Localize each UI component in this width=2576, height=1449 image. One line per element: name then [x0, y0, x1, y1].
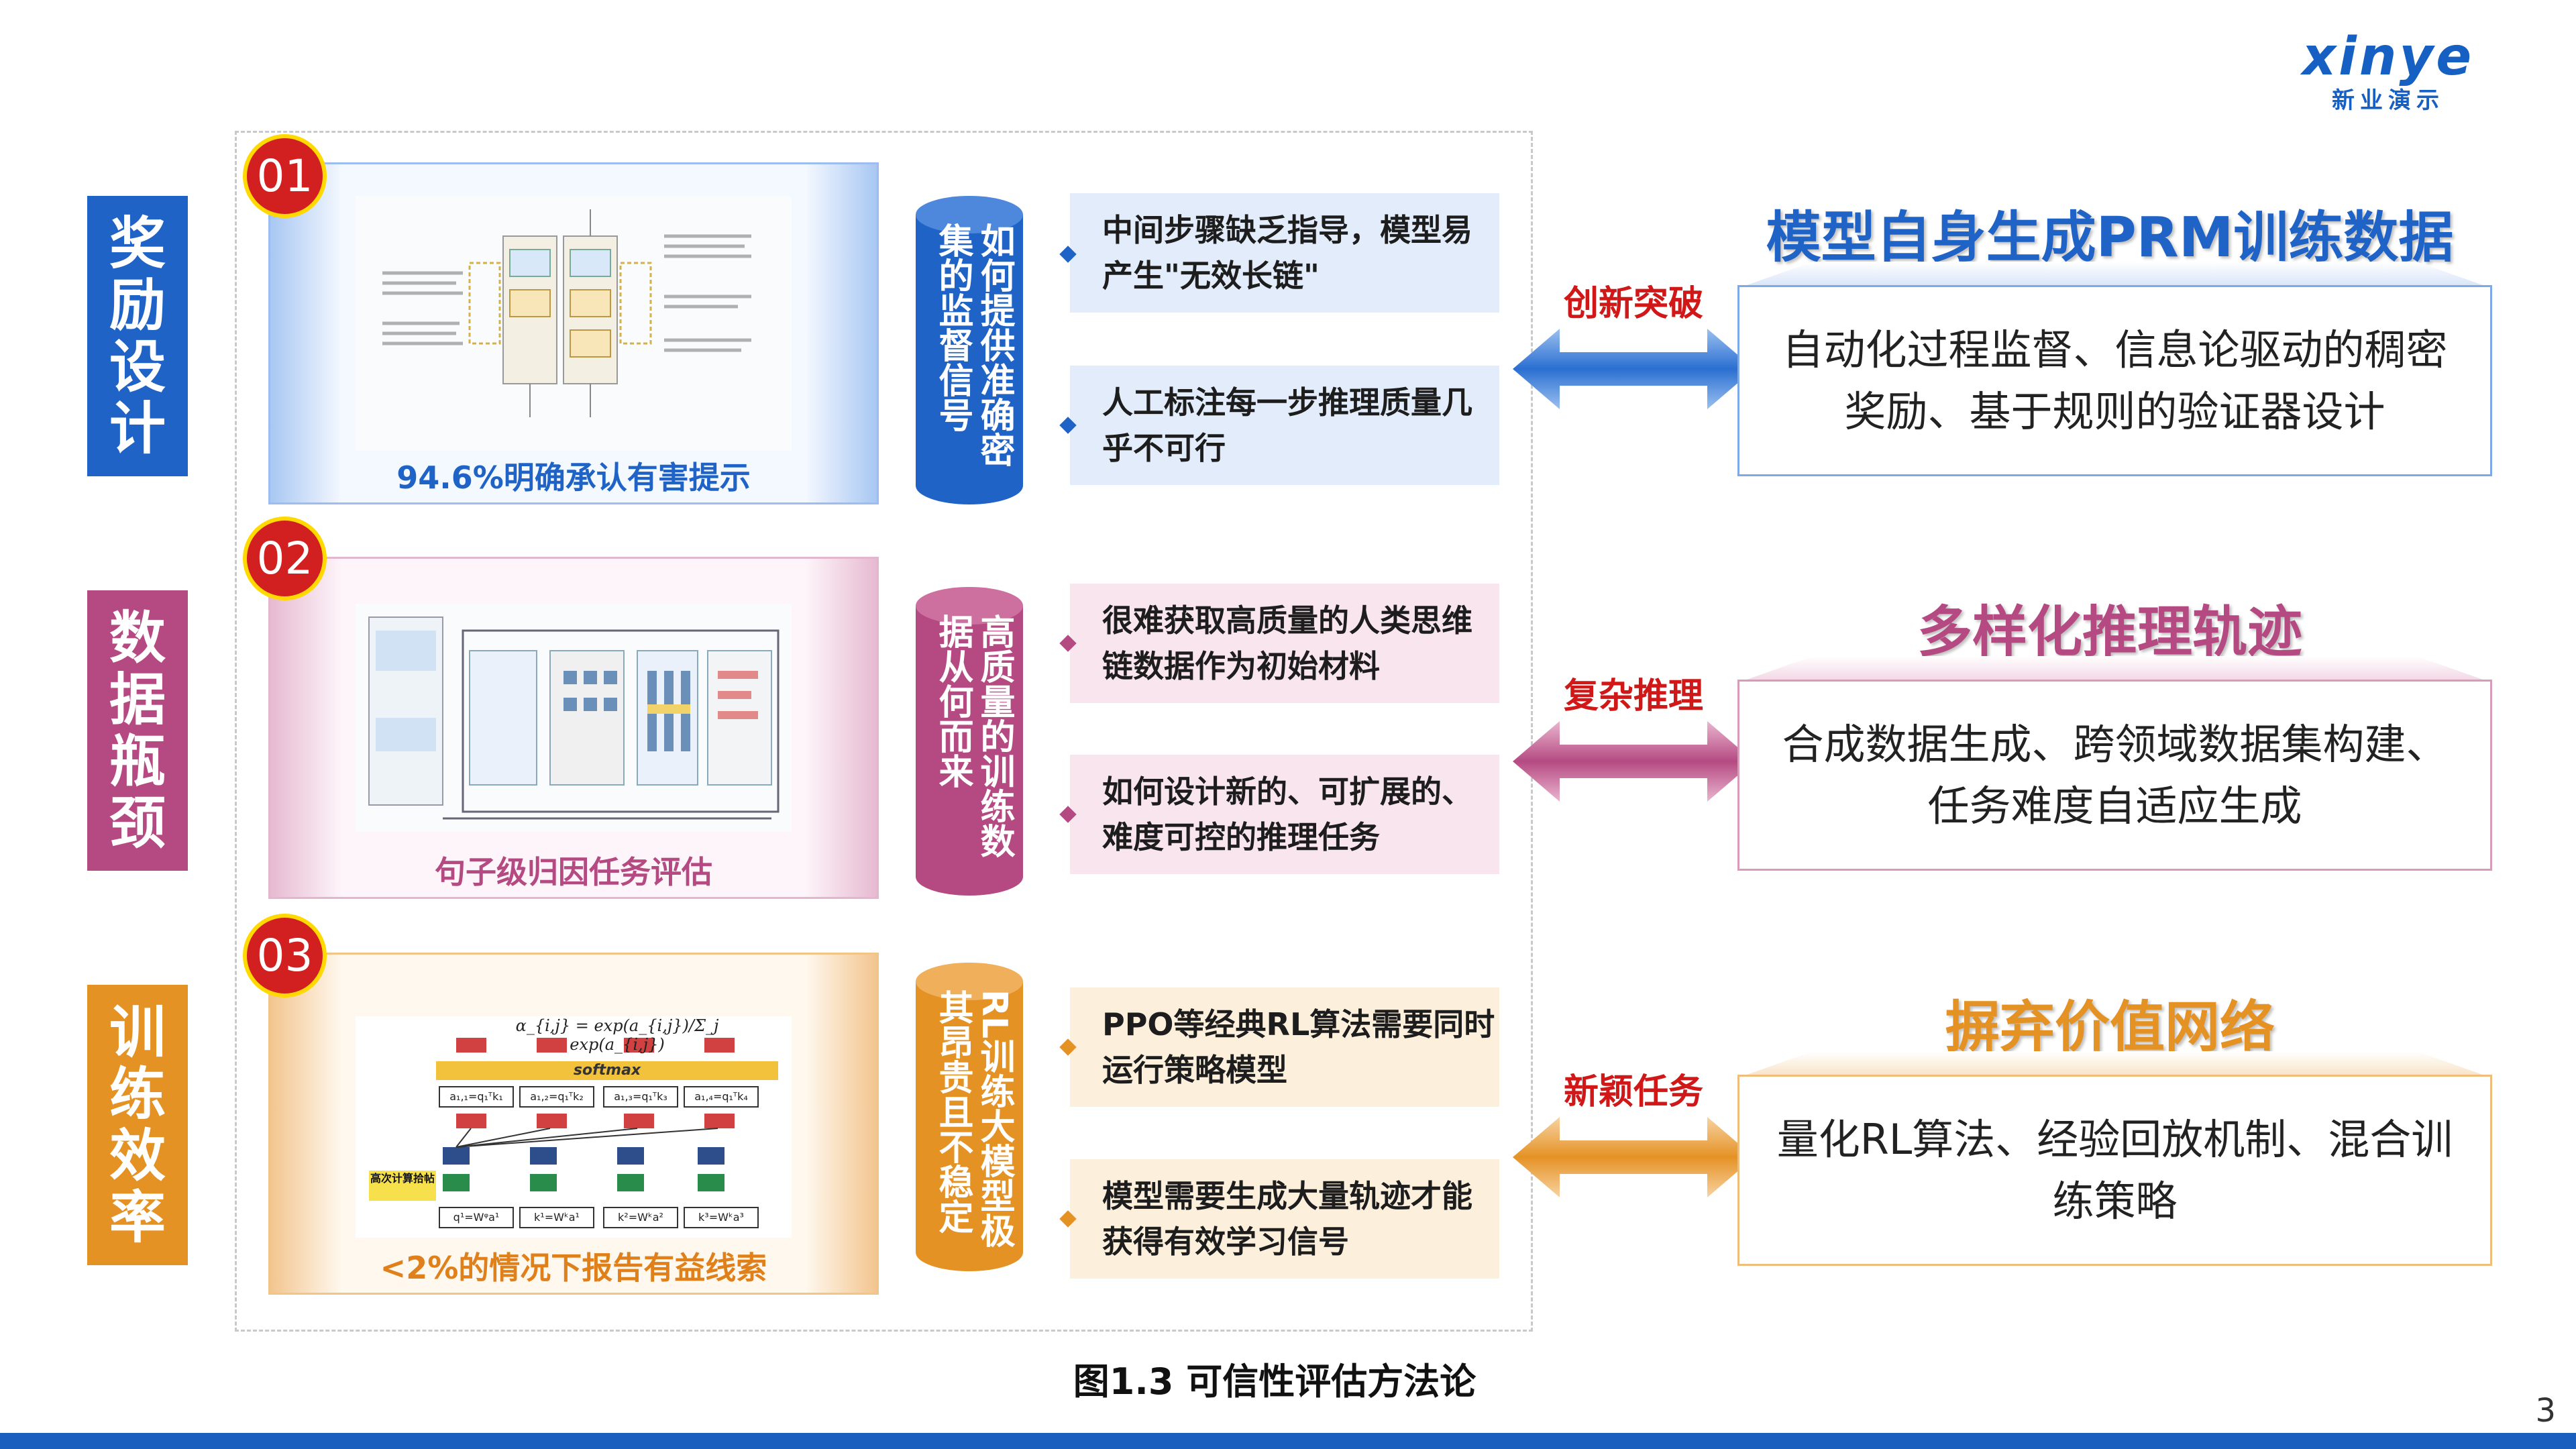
score-cell: a₁,₁=q₁ᵀk₁: [449, 1090, 503, 1103]
result-box: 量化RL算法、经验回放机制、混合训练策略: [1737, 1075, 2492, 1266]
side-char: 练: [109, 1061, 166, 1127]
page-number: 3: [2535, 1392, 2556, 1430]
logo-word: xinye: [2302, 27, 2475, 87]
cylinder-line: RL训练大模型极: [974, 989, 1014, 1248]
question-box: PPO等经典RL算法需要同时运行策略模型: [1070, 987, 1499, 1107]
score-cell: a₁,₄=q₁ᵀk₄: [694, 1090, 748, 1103]
question-cylinder: 如何提供准确密 集的监督信号: [916, 196, 1023, 504]
side-char: 颈: [109, 790, 166, 856]
step-number-badge: 01: [243, 134, 327, 218]
side-char: 数: [109, 605, 166, 671]
side-label-data-bottleneck: 数 据 瓶 颈: [87, 590, 188, 871]
score-cell: a₁,₃=q₁ᵀk₃: [614, 1090, 667, 1103]
bottom-bar: [0, 1433, 2576, 1449]
side-char: 效: [109, 1123, 166, 1189]
question-box: 如何设计新的、可扩展的、难度可控的推理任务: [1070, 755, 1499, 874]
double-arrow-shape: [1513, 1117, 1754, 1197]
highlight-tag: 复杂推理: [1563, 676, 1703, 716]
cylinder-line: 其昂贵且不稳定: [932, 989, 973, 1234]
question-cylinder: RL训练大模型极 其昂贵且不稳定: [916, 963, 1023, 1271]
cylinder-shape: [916, 587, 1023, 896]
figure-caption: 图1.3 可信性评估方法论: [1073, 1360, 1477, 1403]
title-shelf: [1737, 262, 2492, 288]
highlight-tag: 创新突破: [1563, 284, 1703, 324]
projection-cell: k¹=Wᵏa¹: [534, 1211, 580, 1224]
image-frame-svg: [268, 953, 879, 1295]
cylinder-shape: [916, 963, 1023, 1271]
cylinder-shape: [916, 196, 1023, 504]
result-title: 模型自身生成PRM训练数据: [1766, 206, 2454, 270]
step-number-badge: 02: [243, 517, 327, 600]
cylinder-line: 据从何而来: [932, 614, 973, 788]
attention-formula: α_{i,j} = exp(a_{i,j})/Σ_j exp(a_{i,j}): [515, 1016, 719, 1054]
logo-subtitle: 新业演示: [2332, 87, 2445, 114]
question-box: 模型需要生成大量轨迹才能获得有效学习信号: [1070, 1159, 1499, 1279]
image-caption: 句子级归因任务评估: [435, 854, 712, 890]
diagram-dashed-frame: [235, 131, 1533, 1332]
transformer-diagram-image: 94.6%明确承认有害提示: [268, 162, 879, 504]
cylinder-line: 集的监督信号: [932, 223, 973, 432]
highlight-badge: 高次计算拾帖: [370, 1172, 435, 1185]
question-box: 人工标注每一步推理质量几乎不可行: [1070, 366, 1499, 485]
side-label-training-efficiency: 训 练 效 率: [87, 985, 188, 1265]
double-arrow: [1513, 1117, 1754, 1197]
double-arrow-shape: [1513, 721, 1754, 802]
side-char: 瓶: [109, 729, 166, 794]
side-char: 训: [109, 1000, 166, 1065]
image-frame-svg: [268, 162, 879, 504]
side-char: 计: [109, 396, 166, 462]
side-char: 设: [109, 334, 166, 400]
brand-logo: xinye 新业演示: [2301, 27, 2475, 114]
side-char: 率: [109, 1185, 166, 1250]
side-char: 据: [109, 667, 166, 733]
image-caption: <2%的情况下报告有益线索: [380, 1250, 767, 1286]
title-shelf: [1737, 1051, 2492, 1078]
result-box: 合成数据生成、跨领域数据集构建、任务难度自适应生成: [1737, 680, 2492, 871]
score-cell: a₁,₂=q₁ᵀk₂: [530, 1090, 584, 1103]
result-title: 多样化推理轨迹: [1917, 600, 2302, 664]
image-frame-svg: [268, 557, 879, 899]
attention-diagram-image: α_{i,j} = exp(a_{i,j})/Σ_j exp(a_{i,j}) …: [268, 953, 879, 1295]
result-title: 摒弃价值网络: [1944, 996, 2275, 1059]
question-cylinder: 高质量的训练数 据从何而来: [916, 587, 1023, 896]
result-box: 自动化过程监督、信息论驱动的稠密奖励、基于规则的验证器设计: [1737, 285, 2492, 476]
projection-cell: q¹=Wᵠa¹: [453, 1211, 500, 1224]
cylinder-line: 如何提供准确密: [974, 223, 1014, 467]
cylinder-text: RL训练大模型极 其昂贵且不稳定: [924, 989, 1015, 1248]
question-box: 很难获取高质量的人类思维链数据作为初始材料: [1070, 584, 1499, 703]
double-arrow-shape: [1513, 329, 1754, 409]
title-shelf: [1737, 656, 2492, 683]
framework-diagram-image: 句子级归因任务评估: [268, 557, 879, 899]
double-arrow: [1513, 329, 1754, 409]
double-arrow: [1513, 721, 1754, 802]
cylinder-text: 高质量的训练数 据从何而来: [924, 614, 1015, 858]
projection-cell: k³=Wᵏa³: [698, 1211, 744, 1224]
projection-cell: k²=Wᵏa²: [618, 1211, 663, 1224]
side-label-reward-design: 奖 励 设 计: [87, 196, 188, 476]
cylinder-text: 如何提供准确密 集的监督信号: [924, 223, 1015, 467]
highlight-tag: 新颖任务: [1563, 1072, 1703, 1112]
image-caption: 94.6%明确承认有害提示: [396, 460, 751, 496]
side-char: 奖: [109, 211, 166, 276]
cylinder-line: 高质量的训练数: [974, 614, 1014, 858]
question-box: 中间步骤缺乏指导，模型易产生"无效长链": [1070, 193, 1499, 313]
softmax-label: softmax: [573, 1062, 641, 1079]
side-char: 励: [109, 272, 166, 338]
step-number-badge: 03: [243, 914, 327, 998]
